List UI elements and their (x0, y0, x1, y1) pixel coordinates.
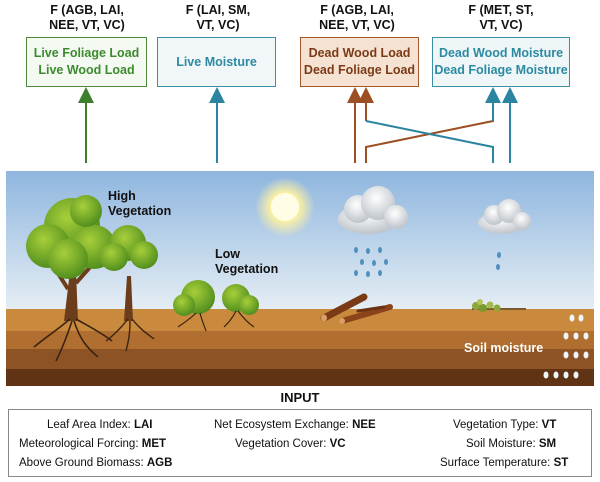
formula-line: NEE, VT, VC) (49, 18, 125, 32)
input-title: INPUT (280, 390, 320, 405)
legend-label: Soil Moisture: (466, 438, 539, 450)
label-line: Vegetation (108, 204, 172, 218)
box-line: Dead Wood Load (308, 46, 411, 60)
formula-line: F (AGB, LAI, (320, 3, 394, 17)
label-line: High (108, 189, 136, 203)
soil-layer-bottom (6, 369, 594, 386)
soil-layer-middle (6, 331, 594, 349)
legend-abbr: VC (329, 438, 346, 450)
legend-abbr: SM (538, 438, 557, 450)
legend-abbr: AGB (146, 457, 173, 469)
legend-label: Meteorological Forcing: (19, 438, 142, 450)
arrow-dead-moisture-cross (365, 120, 494, 163)
legend-item: Vegetation Type: VT (453, 419, 556, 431)
box-line: Live Moisture (176, 54, 257, 69)
legend-item: Above Ground Biomass: AGB (19, 457, 172, 469)
legend-item: Surface Temperature: ST (440, 457, 568, 469)
high-vegetation-label: High Vegetation (108, 189, 171, 219)
tall-tree-icon (26, 195, 116, 362)
legend-item: Soil Moisture: SM (466, 438, 556, 450)
dead-foliage-icon (472, 299, 526, 312)
box-dead-fuel-load: Dead Wood Load Dead Foliage Load (300, 37, 419, 87)
legend-item: Vegetation Cover: VC (235, 438, 346, 450)
legend-abbr: VT (541, 419, 557, 431)
legend-label: Net Ecosystem Exchange: (214, 419, 353, 431)
box-live-fuel-load: Live Foliage Load Live Wood Load (26, 37, 147, 87)
box-line: Dead Foliage Load (303, 63, 416, 77)
soil-moisture-label: Soil moisture (464, 341, 544, 355)
legend-label: Above Ground Biomass: (19, 457, 147, 469)
bush-icon (173, 280, 259, 332)
small-cloud-icon (478, 199, 531, 270)
legend-label: Leaf Area Index: (47, 419, 134, 431)
formula-live-moisture: F (LAI, SM, VT, VC) (153, 3, 283, 33)
formula-line: F (MET, ST, (468, 3, 534, 17)
box-line: Dead Foliage Moisture (434, 63, 568, 77)
formula-line: VT, VC) (479, 18, 523, 32)
box-dead-moisture: Dead Wood Moisture Dead Foliage Moisture (432, 37, 570, 87)
soil-layer-top (6, 309, 594, 331)
legend-label: Vegetation Cover: (235, 438, 330, 450)
legend-abbr: NEE (352, 419, 376, 431)
box-line: Dead Wood Moisture (438, 46, 564, 60)
formula-dead-fuel-load: F (AGB, LAI, NEE, VT, VC) (292, 3, 422, 33)
label-line: Vegetation (215, 262, 279, 276)
formula-line: F (AGB, LAI, (50, 3, 124, 17)
label-line: Low (215, 247, 240, 261)
legend-abbr: LAI (133, 419, 153, 431)
formula-line: NEE, VT, VC) (319, 18, 395, 32)
formula-line: VT, VC) (196, 18, 240, 32)
legend-item: Leaf Area Index: LAI (47, 419, 152, 431)
formula-live-fuel-load: F (AGB, LAI, NEE, VT, VC) (22, 3, 152, 33)
box-line: Live Foliage Load (33, 46, 140, 60)
legend-label: Surface Temperature: (440, 457, 554, 469)
box-line: Live Wood Load (38, 63, 135, 77)
formula-dead-moisture: F (MET, ST, VT, VC) (436, 3, 566, 33)
dead-wood-logs-icon (320, 293, 393, 324)
rain-cloud-icon (338, 186, 408, 277)
legend-item: Net Ecosystem Exchange: NEE (214, 419, 376, 431)
soil-layer-lower (6, 349, 594, 369)
second-tree-icon (100, 225, 158, 352)
formula-line: F (LAI, SM, (185, 3, 251, 17)
legend-abbr: ST (553, 457, 569, 469)
landscape-illustration (6, 171, 594, 386)
legend-label: Vegetation Type: (453, 419, 542, 431)
soil-water-drops-icon (543, 314, 589, 379)
low-vegetation-label: Low Vegetation (215, 247, 278, 277)
legend-abbr: MET (141, 438, 167, 450)
input-legend-box: Leaf Area Index: LAI Meteorological Forc… (8, 409, 592, 477)
arrows (78, 87, 518, 163)
box-live-moisture: Live Moisture (157, 37, 276, 87)
legend-item: Meteorological Forcing: MET (19, 438, 166, 450)
